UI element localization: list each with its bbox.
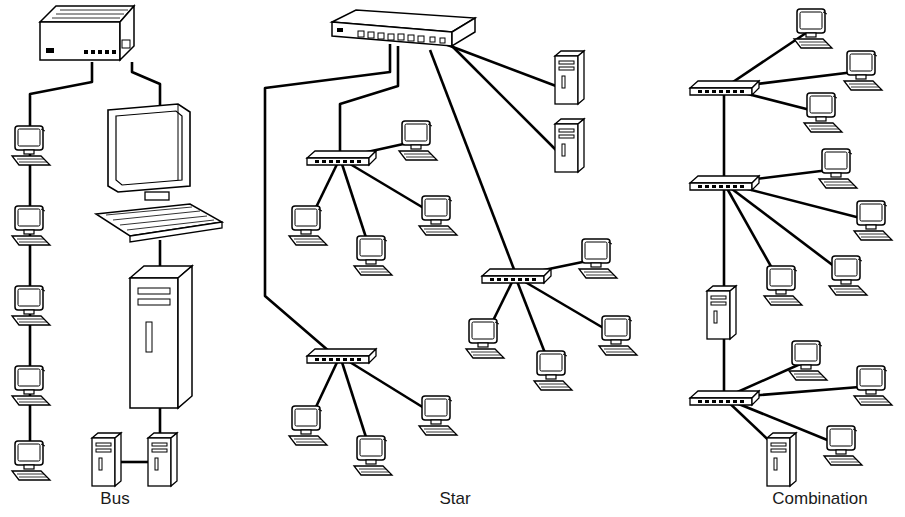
workstation	[794, 9, 832, 48]
workstation	[419, 396, 457, 435]
workstation	[854, 201, 892, 240]
workstation	[12, 441, 50, 480]
workstation	[804, 93, 842, 132]
topology-label: Star	[439, 489, 470, 509]
workstation	[12, 286, 50, 325]
workstation	[534, 351, 572, 390]
modem	[40, 6, 134, 60]
workstation	[789, 341, 827, 380]
workstation	[12, 206, 50, 245]
main-hub	[332, 10, 475, 46]
topology-label: Combination	[772, 489, 867, 509]
workstation	[844, 51, 882, 90]
combination-network	[690, 9, 892, 486]
workstation	[466, 319, 504, 358]
hub	[307, 349, 376, 363]
large-workstation	[96, 104, 222, 242]
server	[92, 433, 121, 486]
cables	[30, 29, 872, 465]
topology-label: Bus	[100, 489, 129, 509]
star-network	[289, 10, 637, 475]
server	[767, 433, 796, 486]
server	[707, 286, 736, 339]
workstation	[579, 239, 617, 278]
hub	[690, 176, 759, 190]
workstation	[289, 206, 327, 245]
hub	[482, 269, 551, 283]
workstation	[12, 366, 50, 405]
workstation	[354, 236, 392, 275]
hub	[307, 151, 376, 165]
bus-network	[12, 6, 222, 486]
workstation	[764, 266, 802, 305]
workstation	[854, 366, 892, 405]
hub	[690, 391, 759, 405]
workstation	[289, 406, 327, 445]
workstation	[824, 426, 862, 465]
hub	[690, 81, 759, 95]
workstation	[829, 256, 867, 295]
server	[555, 119, 584, 172]
workstation	[399, 121, 437, 160]
workstation	[819, 149, 857, 188]
workstation	[419, 196, 457, 235]
server	[148, 433, 177, 486]
workstation	[12, 126, 50, 165]
server	[555, 51, 584, 104]
workstation	[354, 436, 392, 475]
server-tower	[130, 266, 192, 408]
workstation	[599, 316, 637, 355]
